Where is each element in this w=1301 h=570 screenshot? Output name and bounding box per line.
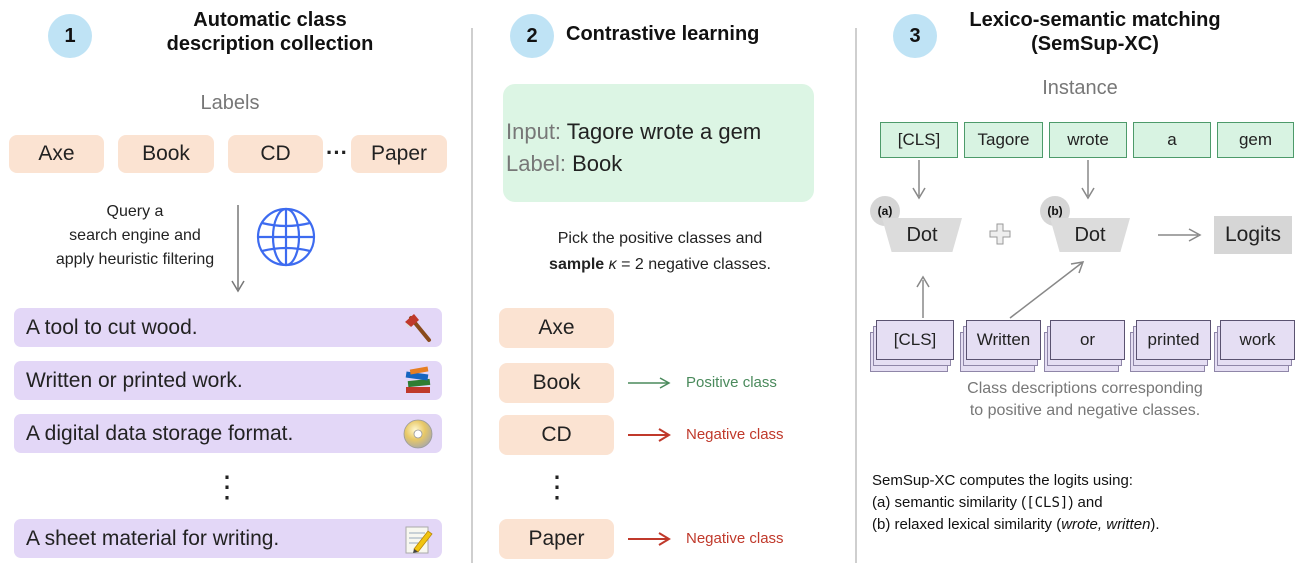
instance-token: Tagore xyxy=(964,122,1043,158)
label-chip-cd: CD xyxy=(228,135,323,173)
logits-box: Logits xyxy=(1214,216,1292,254)
divider-1 xyxy=(471,28,473,563)
class-chip-paper: Paper xyxy=(499,519,614,559)
pick-text: Pick the positive classes and sample κ =… xyxy=(549,230,771,273)
query-down-arrow xyxy=(231,205,245,293)
class-token: work xyxy=(1214,320,1295,372)
description-book: Written or printed work. xyxy=(14,361,442,400)
negative-class-label-paper: Negative class xyxy=(686,530,784,547)
description-paper: A sheet material for writing. xyxy=(14,519,442,558)
description-cd: A digital data storage format. xyxy=(14,414,442,453)
cd-icon xyxy=(403,419,433,449)
label-text: Book xyxy=(572,151,623,176)
panel3-connectors xyxy=(912,160,1202,319)
globe-icon xyxy=(256,207,316,267)
class-token: printed xyxy=(1130,320,1211,372)
dot-product-b: Dot xyxy=(1050,218,1130,252)
panel3-title: Lexico-semantic matching (SemSup-XC) xyxy=(969,9,1221,55)
class-token: or xyxy=(1044,320,1125,372)
panel2-title: Contrastive learning xyxy=(566,23,760,45)
label-chip-axe: Axe xyxy=(9,135,104,173)
descriptions-vdots: ⋮ xyxy=(212,471,242,504)
class-chip-book: Book xyxy=(499,363,614,403)
step-3-badge: 3 xyxy=(893,14,937,58)
class-token: [CLS] xyxy=(870,320,954,372)
instance-token: wrote xyxy=(1049,122,1127,158)
query-text: Query a search engine and apply heuristi… xyxy=(55,203,215,268)
class-token: Written xyxy=(960,320,1041,372)
paper-pencil-icon xyxy=(405,526,433,554)
dot-product-a: Dot xyxy=(882,218,962,252)
instance-token: gem xyxy=(1217,122,1294,158)
instance-heading: Instance xyxy=(1042,77,1118,99)
class-desc-caption: Class descriptions corresponding to posi… xyxy=(967,380,1203,419)
negative-arrow-cd xyxy=(628,428,671,442)
positive-class-label: Positive class xyxy=(686,374,777,391)
plus-icon xyxy=(989,223,1011,245)
label-chip-book: Book xyxy=(118,135,214,173)
step-2-badge: 2 xyxy=(510,14,554,58)
labels-heading: Labels xyxy=(200,92,260,114)
input-text: Tagore wrote a gem xyxy=(566,119,762,144)
semsup-note: SemSup-XC computes the logits using: (a)… xyxy=(872,472,1160,533)
panel1-title: Automatic class description collection xyxy=(166,9,374,55)
class-chip-axe: Axe xyxy=(499,308,614,348)
input-prefix: Input: xyxy=(506,119,562,144)
instance-token: [CLS] xyxy=(880,122,958,158)
label-chip-paper: Paper xyxy=(351,135,447,173)
negative-class-label-cd: Negative class xyxy=(686,426,784,443)
axe-icon xyxy=(405,314,431,342)
labels-ellipsis: ··· xyxy=(326,140,348,165)
class-chip-cd: CD xyxy=(499,415,614,455)
negative-arrow-paper xyxy=(628,532,671,546)
description-axe: A tool to cut wood. xyxy=(14,308,442,347)
label-prefix: Label: xyxy=(506,151,566,176)
step-1-badge: 1 xyxy=(48,14,92,58)
classes-vdots: ⋮ xyxy=(542,471,572,504)
books-icon xyxy=(405,366,431,393)
example-box: Input: Tagore wrote a gem Label: Book xyxy=(503,84,814,202)
positive-arrow xyxy=(628,377,671,389)
divider-2 xyxy=(855,28,857,563)
instance-token: a xyxy=(1133,122,1211,158)
